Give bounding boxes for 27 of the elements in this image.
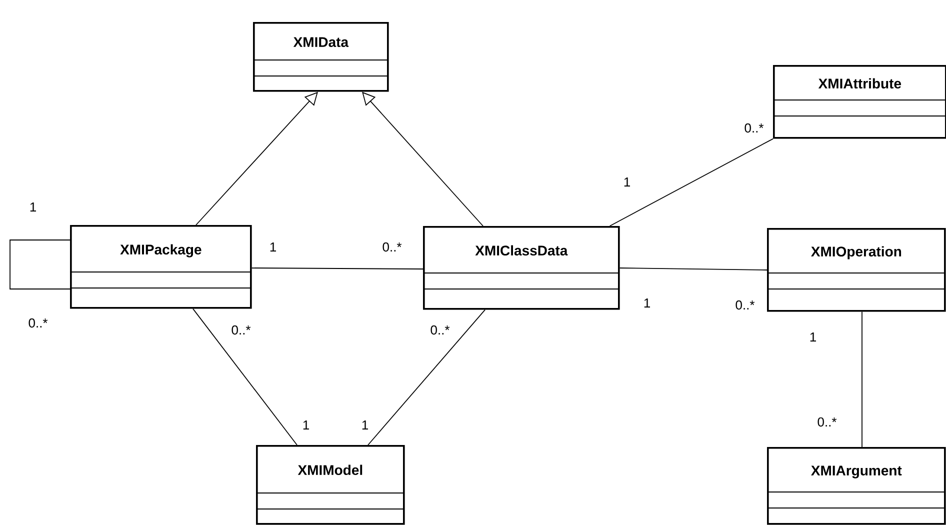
class-box: XMIAttribute: [772, 65, 946, 139]
multiplicity-label: 1: [270, 242, 276, 252]
association-line: [619, 268, 768, 270]
class-box: XMIArgument: [766, 447, 946, 525]
multiplicity-label: 0..*: [382, 242, 402, 252]
multiplicity-label: 1: [362, 420, 368, 430]
multiplicity-label: 0..*: [736, 300, 755, 310]
class-box: XMIData: [252, 22, 389, 92]
association-line: [10, 240, 70, 290]
class-box: XMIPackage: [70, 225, 252, 309]
multiplicity-label: 1: [644, 298, 650, 308]
class-box: XMIClassData: [422, 226, 620, 310]
multiplicity-label: 0..*: [744, 123, 764, 133]
association-line: [251, 268, 424, 270]
multiplicity-label: 0..*: [28, 318, 48, 328]
multiplicity-label: 0..*: [232, 325, 251, 335]
multiplicity-label: 0..*: [430, 325, 450, 335]
association-line: [368, 309, 486, 446]
multiplicity-label: 1: [303, 420, 309, 430]
class-box: XMIModel: [256, 445, 405, 525]
association-line: [609, 138, 774, 226]
multiplicity-label: 1: [810, 332, 816, 342]
class-box: XMIOperation: [766, 228, 946, 312]
association-line: [192, 308, 298, 446]
multiplicity-label: 1: [624, 178, 630, 186]
multiplicity-label: 0..*: [818, 417, 837, 427]
multiplicity-label: 1: [30, 202, 36, 212]
